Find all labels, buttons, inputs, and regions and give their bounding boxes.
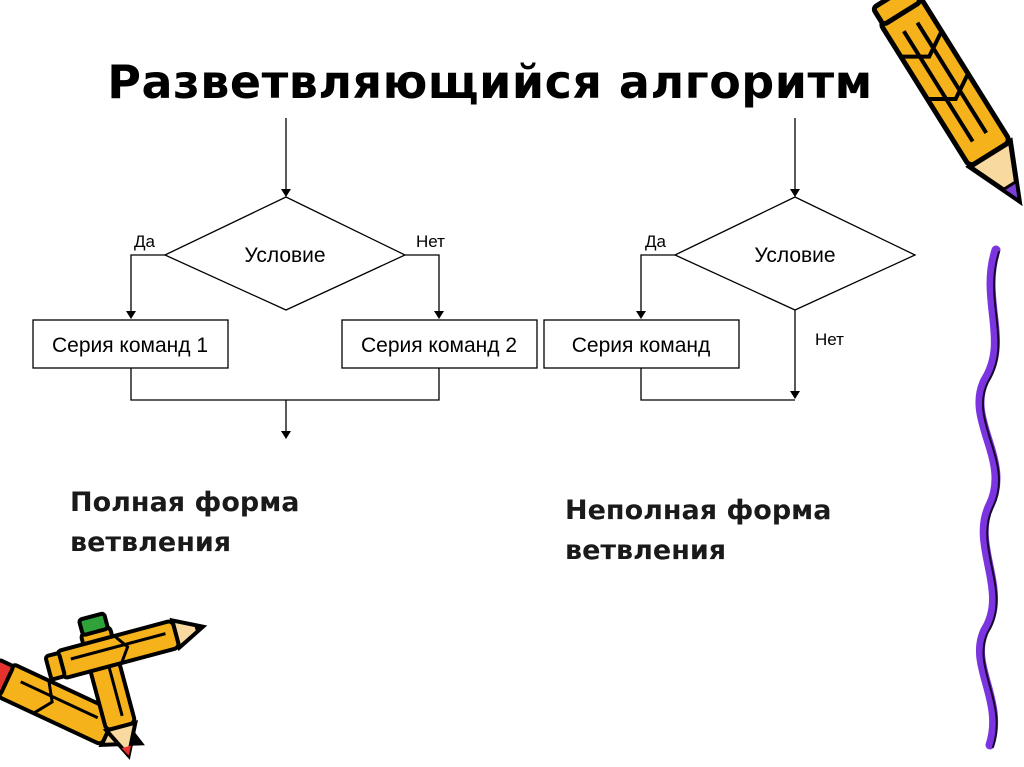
series2-box <box>341 319 538 369</box>
partial-no-label: Нет <box>815 330 844 349</box>
merge-line <box>130 368 440 401</box>
full-form-caption-line1: Полная форма <box>70 487 300 518</box>
partial-form-diagram <box>543 118 917 401</box>
page-title: Разветвляющийся алгоритм <box>107 55 873 109</box>
merge-line <box>640 368 795 401</box>
partial-yes-label: Да <box>645 232 667 251</box>
partial-condition-label: Условие <box>754 244 835 267</box>
full-form-caption: Полная форма ветвления <box>70 483 300 563</box>
no-branch-line <box>405 254 444 319</box>
full-form-diagram <box>32 118 538 439</box>
yes-branch-line <box>636 254 675 319</box>
full-condition-label: Условие <box>244 244 325 267</box>
series2-label: Серия команд 2 <box>361 334 517 357</box>
partial-form-caption-line2: ветвления <box>565 535 727 566</box>
series1-label: Серия команд 1 <box>52 334 208 357</box>
full-form-caption-line2: ветвления <box>70 527 232 558</box>
partial-form-caption-line1: Неполная форма <box>565 495 832 526</box>
partial-form-caption: Неполная форма ветвления <box>565 491 831 571</box>
series-label: Серия команд <box>572 334 711 357</box>
yes-branch-line <box>126 254 165 319</box>
condition-diamond <box>673 196 917 311</box>
full-no-label: Нет <box>416 232 445 251</box>
full-yes-label: Да <box>134 232 156 251</box>
